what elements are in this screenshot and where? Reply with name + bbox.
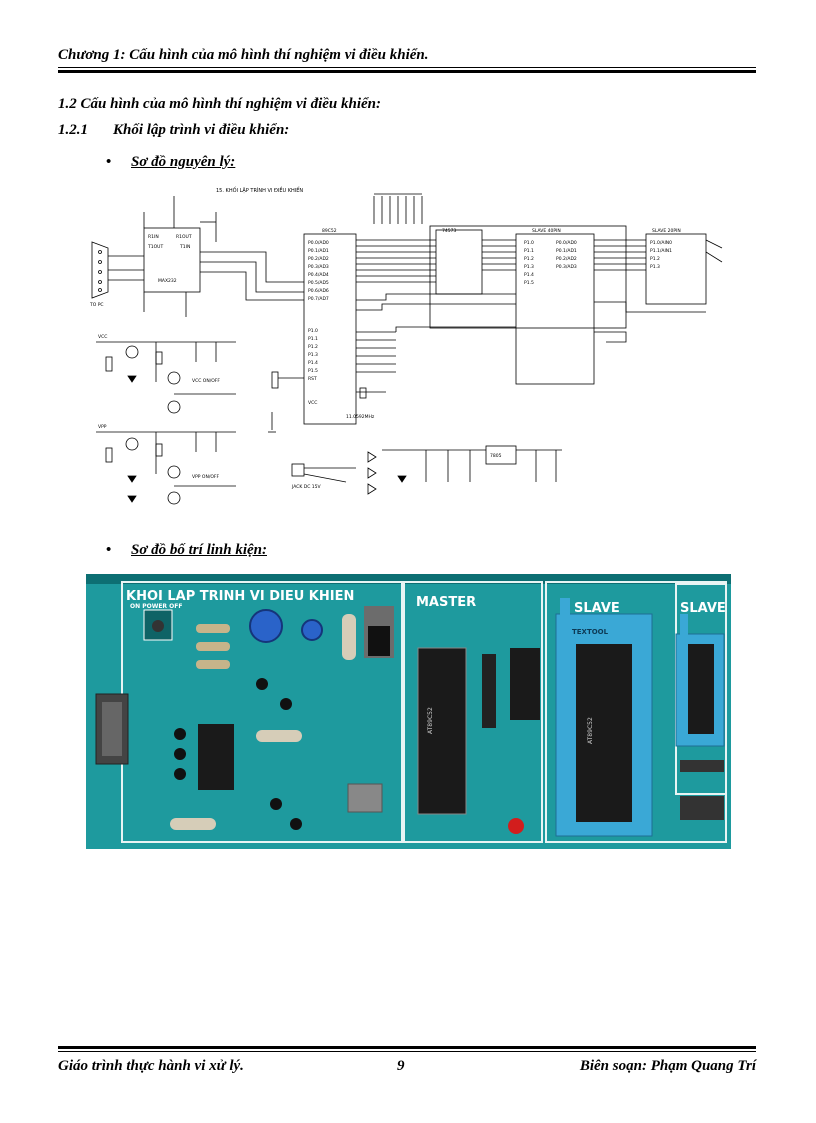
svg-text:P0.3/AD3: P0.3/AD3: [308, 264, 329, 270]
svg-text:P0.4/AD4: P0.4/AD4: [308, 272, 329, 278]
svg-text:P0.7/AD7: P0.7/AD7: [308, 296, 329, 302]
svg-text:P1.3: P1.3: [308, 352, 318, 358]
crystal-label: 11.0592MHz: [346, 414, 375, 420]
slave40-label: SLAVE 40PIN: [532, 228, 561, 234]
vcc-label: VCC: [98, 334, 107, 340]
svg-text:P1.1: P1.1: [524, 248, 534, 254]
latch-part: 74573: [442, 228, 456, 234]
master-part: 89C52: [322, 228, 337, 234]
schematic-title: 15. KHỐI LẬP TRÌNH VI ĐIỀU KHIỂN: [216, 186, 303, 194]
section-heading: 1.2 Cấu hình của mô hình thí nghiệm vi đ…: [58, 96, 382, 112]
slave-label-2: SLAVE: [680, 601, 726, 616]
svg-text:P1.2: P1.2: [650, 256, 660, 262]
bullet-dot: •: [106, 154, 112, 170]
db9-pins: [98, 250, 102, 292]
bullet-schematic: • Sơ đồ nguyên lý:: [106, 154, 235, 171]
bullet-dot: •: [106, 542, 112, 558]
header-rule-thin: [58, 67, 756, 68]
svg-text:P1.2: P1.2: [308, 344, 318, 350]
svg-text:P1.0: P1.0: [524, 240, 534, 246]
svg-text:P0.0/AD0: P0.0/AD0: [556, 240, 577, 246]
chapter-header: Chương 1: Cấu hình của mô hình thí nghiệ…: [58, 47, 429, 63]
bullet-layout: • Sơ đồ bố trí linh kiện:: [106, 542, 267, 559]
bullet-label: Sơ đồ bố trí linh kiện:: [131, 542, 267, 558]
svg-text:P1.2: P1.2: [524, 256, 534, 262]
svg-text:R1OUT: R1OUT: [176, 234, 192, 240]
svg-text:P1.5: P1.5: [308, 368, 318, 374]
slave-label-1: SLAVE: [574, 601, 620, 616]
svg-text:P1.1/AIN1: P1.1/AIN1: [650, 248, 672, 254]
svg-text:P1.1: P1.1: [308, 336, 318, 342]
footer-rule-thin: [58, 1051, 756, 1052]
svg-text:P0.1/AD1: P0.1/AD1: [556, 248, 577, 254]
svg-text:T1OUT: T1OUT: [147, 244, 163, 250]
board-title: KHOI LAP TRINH VI DIEU KHIEN: [126, 589, 354, 604]
resistors: [170, 614, 356, 830]
vpp-label: VPP: [98, 424, 107, 430]
page-number: 9: [397, 1058, 405, 1074]
subsection-heading: 1.2.1 Khối lập trình vi điều khiển:: [58, 122, 289, 139]
slave-chip-label: AT89C52: [587, 717, 594, 744]
vpp-switch-circuit: [96, 431, 236, 505]
max232-label: R1IN: [148, 234, 159, 240]
svg-text:RST: RST: [308, 376, 317, 382]
svg-text:T1IN: T1IN: [179, 244, 190, 250]
svg-text:P1.0: P1.0: [308, 328, 318, 334]
footer-left: Giáo trình thực hành vi xử lý.: [58, 1058, 244, 1074]
power-supply-circuit: [291, 445, 562, 495]
svg-text:P1.5: P1.5: [524, 280, 534, 286]
svg-text:P0.2/AD2: P0.2/AD2: [308, 256, 329, 262]
resistor-pack: [373, 193, 423, 224]
vpp-onoff-label: VPP ON/OFF: [192, 474, 219, 480]
schematic-diagram: 15. KHỐI LẬP TRÌNH VI ĐIỀU KHIỂN R1IN T1…: [89, 186, 723, 505]
header-rule-thick: [58, 70, 756, 73]
footer-right: Biên soạn: Phạm Quang Trí: [579, 1058, 756, 1074]
jack-label: JACK DC 15V: [291, 484, 322, 490]
svg-text:P1.4: P1.4: [308, 360, 318, 366]
bullet-label: Sơ đồ nguyên lý:: [131, 154, 236, 170]
svg-text:P1.3: P1.3: [524, 264, 534, 270]
footer-rule-thick: [58, 1046, 756, 1049]
board-photo: KHOI LAP TRINH VI DIEU KHIEN ON POWER OF…: [86, 574, 731, 849]
regulator-label: 7805: [490, 453, 502, 459]
power-label: ON POWER OFF: [130, 603, 182, 610]
master-label: MASTER: [416, 595, 476, 610]
svg-text:P0.3/AD3: P0.3/AD3: [556, 264, 577, 270]
svg-text:P1.4: P1.4: [524, 272, 534, 278]
vcc-switch-circuit: [96, 341, 236, 414]
max232-part: MAX232: [158, 278, 177, 284]
svg-text:P0.5/AD5: P0.5/AD5: [308, 280, 329, 286]
svg-text:P0.1/AD1: P0.1/AD1: [308, 248, 329, 254]
zif-label: TEXTOOL: [572, 628, 609, 636]
vcc-pin-label: VCC: [308, 400, 317, 406]
vcc-onoff-label: VCC ON/OFF: [192, 378, 220, 384]
data-bus: [356, 239, 723, 373]
svg-text:P1.0/AIN0: P1.0/AIN0: [650, 240, 672, 246]
svg-text:P0.2/AD2: P0.2/AD2: [556, 256, 577, 262]
connector-label: TO PC: [89, 302, 104, 308]
subsection-number: 1.2.1: [58, 122, 88, 138]
svg-text:P0.0/AD0: P0.0/AD0: [308, 240, 329, 246]
master-chip-label: AT89C52: [427, 707, 434, 734]
subsection-title: Khối lập trình vi điều khiển:: [113, 122, 290, 138]
slave20-label: SLAVE 20PIN: [652, 228, 681, 234]
svg-text:P0.6/AD6: P0.6/AD6: [308, 288, 329, 294]
svg-text:P1.3: P1.3: [650, 264, 660, 270]
